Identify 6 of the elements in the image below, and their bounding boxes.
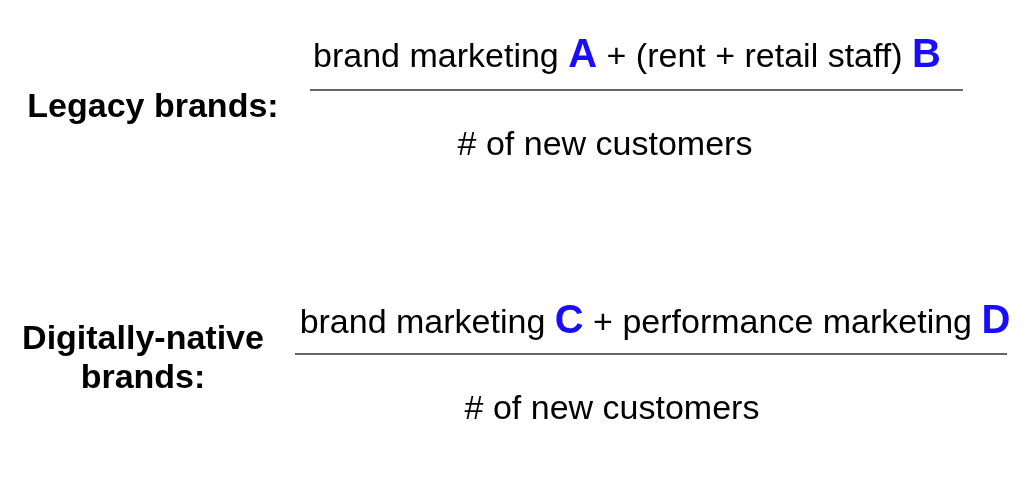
numerator-text: brand marketing A + (rent + retail staff) B (313, 32, 941, 76)
row-heading: Legacy brands: (27, 86, 279, 126)
denominator-text: # of new customers (464, 388, 760, 428)
numerator-text: brand marketing C + performance marketing D (299, 298, 1011, 342)
denominator-text: # of new customers (457, 124, 753, 164)
row-heading: Digitally-native brands: (21, 317, 265, 397)
